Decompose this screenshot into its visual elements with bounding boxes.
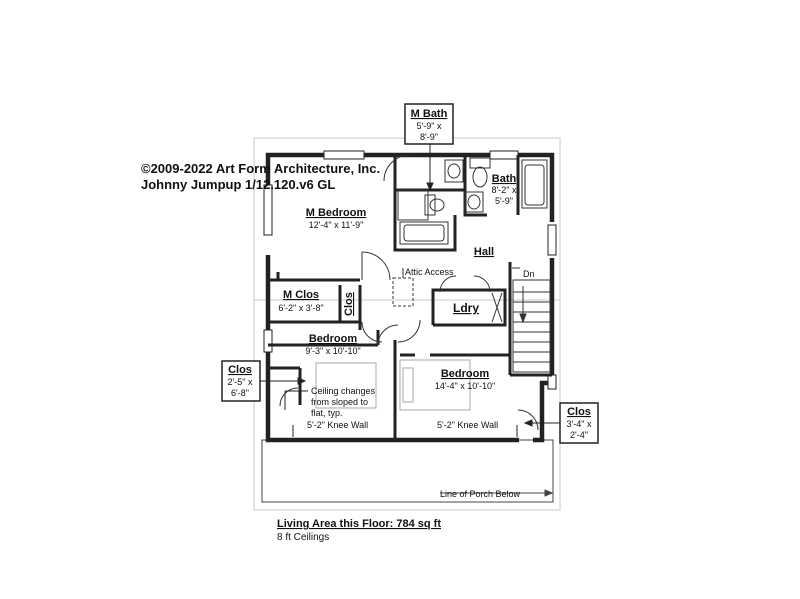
- ceiling-note-line1: Ceiling changes: [311, 386, 376, 396]
- bath-dim1: 8'-2" x: [492, 185, 517, 195]
- ceilings-text: 8 ft Ceilings: [277, 532, 329, 543]
- clos-right-dim2: 2'-4": [570, 430, 588, 440]
- callout-arrows: [260, 144, 560, 437]
- m-bath-label: M Bath: [411, 108, 448, 120]
- m-bedroom-label: M Bedroom: [306, 207, 367, 219]
- m-bath-dim2: 8'-9": [420, 132, 438, 142]
- clos-left-label: Clos: [228, 364, 252, 376]
- m-bath-dim1: 5'-9" x: [417, 121, 442, 131]
- ldry-label: Ldry: [453, 301, 479, 315]
- plan-id-text: Johnny Jumpup 1/12.120.v6 GL: [141, 177, 335, 192]
- callout-boxes: [221, 103, 599, 444]
- bedroom-right-label: Bedroom: [441, 368, 490, 380]
- clos-right-dim1: 3'-4" x: [567, 419, 592, 429]
- clos-vertical-label: Clos: [343, 292, 355, 316]
- bedroom-left-dims: 9'-3" x 10'-10": [305, 346, 360, 356]
- ceiling-note-line2: from sloped to: [311, 397, 368, 407]
- fixtures: [315, 157, 548, 411]
- m-bedroom-dims: 12'-4" x 11'-9": [309, 220, 364, 230]
- ceiling-note-line3: flat, typ.: [311, 408, 343, 418]
- m-clos-label: M Clos: [283, 289, 319, 301]
- dn-label: Dn: [523, 269, 535, 279]
- living-area-text: Living Area this Floor: 784 sq ft: [277, 518, 441, 530]
- bath-label: Bath: [492, 173, 517, 185]
- attic-access-label: Attic Access: [405, 267, 454, 277]
- clos-left-dim2: 6'-8": [231, 388, 249, 398]
- bedroom-left-label: Bedroom: [309, 333, 358, 345]
- copyright-text: ©2009-2022 Art Form Architecture, Inc.: [141, 161, 380, 176]
- m-clos-dims: 6'-2" x 3'-8": [278, 303, 323, 313]
- porch-line-label: Line of Porch Below: [440, 489, 521, 499]
- bedroom-right-dims: 14'-4" x 10'-10": [435, 381, 495, 391]
- doors: [279, 154, 539, 431]
- stairs: [512, 267, 551, 373]
- knee-wall-left-label: 5'-2" Knee Wall: [307, 420, 368, 430]
- windows: [263, 150, 557, 390]
- clos-left-dim1: 2'-5" x: [228, 377, 253, 387]
- hall-label: Hall: [474, 246, 494, 258]
- knee-wall-right-label: 5'-2" Knee Wall: [437, 420, 498, 430]
- clos-right-label: Clos: [567, 406, 591, 418]
- bath-dim2: 5'-9": [495, 196, 513, 206]
